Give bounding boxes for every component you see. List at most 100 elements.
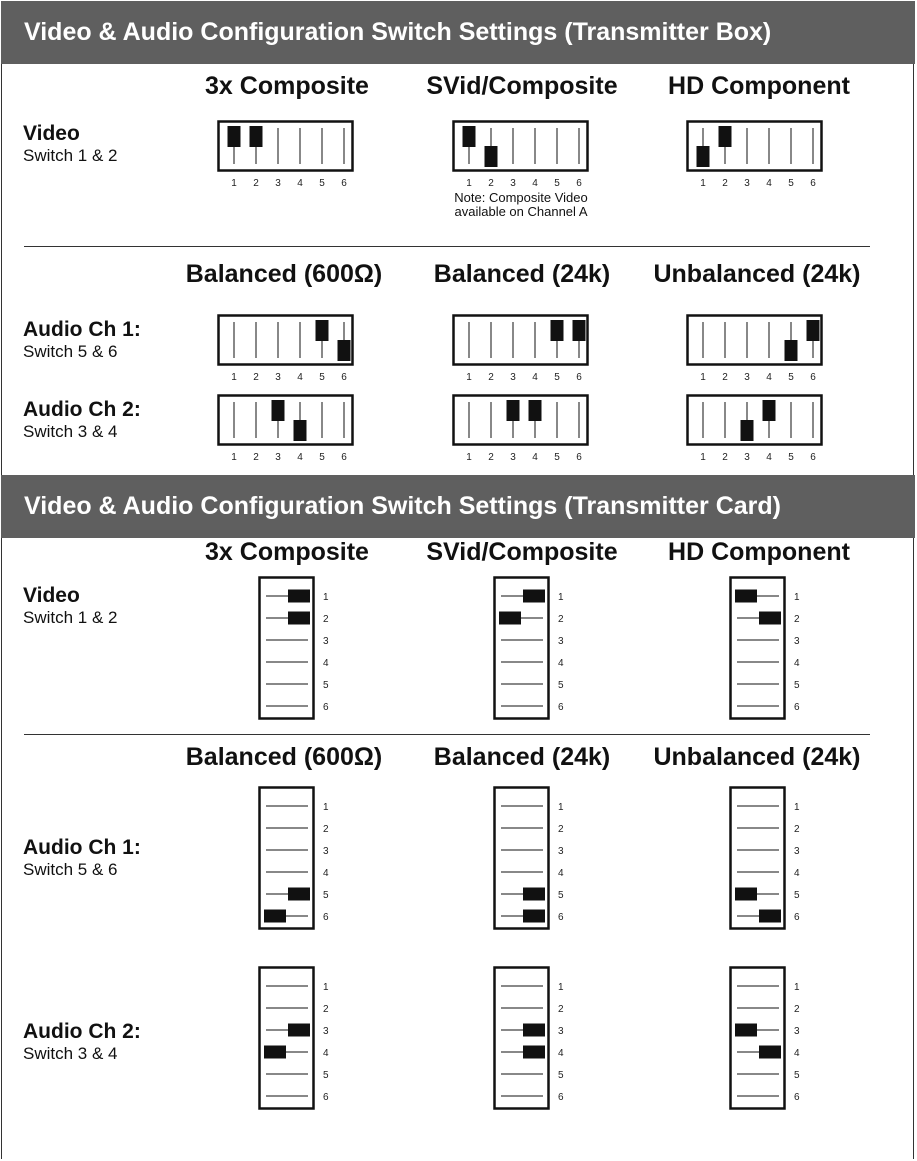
switch-number: 1 bbox=[794, 802, 800, 813]
switch-number: 6 bbox=[794, 912, 800, 923]
switch-number: 1 bbox=[323, 592, 329, 603]
switch-number: 1 bbox=[558, 982, 564, 993]
switch-number: 6 bbox=[558, 702, 564, 713]
switch-number: 3 bbox=[323, 846, 329, 857]
box-divider bbox=[24, 246, 870, 247]
switch-toggle-left bbox=[264, 909, 286, 923]
box-section-title: Video & Audio Configuration Switch Setti… bbox=[1, 1, 915, 64]
switch-toggle-right bbox=[288, 1023, 310, 1037]
switch-number: 5 bbox=[788, 372, 794, 383]
switch-number: 6 bbox=[323, 912, 329, 923]
switch-number: 4 bbox=[297, 452, 303, 463]
switch-number: 5 bbox=[794, 890, 800, 901]
card-section-title: Video & Audio Configuration Switch Setti… bbox=[1, 475, 915, 538]
switch-number: 6 bbox=[323, 1092, 329, 1103]
switch-toggle-down bbox=[784, 340, 798, 361]
box-audio2-label-title: Audio Ch 2: bbox=[23, 398, 141, 421]
switch-toggle-right bbox=[288, 887, 310, 901]
card-header-3x-composite: 3x Composite bbox=[205, 538, 369, 566]
switch-toggle-right bbox=[288, 611, 310, 625]
switch-number: 3 bbox=[744, 178, 750, 189]
switch-housing bbox=[452, 120, 589, 172]
switch-toggle-up bbox=[762, 400, 776, 421]
switch-number: 2 bbox=[558, 824, 564, 835]
switch-toggle-left bbox=[264, 1045, 286, 1059]
box-note-line1: Note: Composite Video bbox=[454, 190, 588, 205]
switch-housing bbox=[686, 394, 823, 446]
switch-number: 3 bbox=[275, 372, 281, 383]
box-header-hd-component: HD Component bbox=[668, 72, 850, 100]
card-audio2-label-sub: Switch 3 & 4 bbox=[23, 1044, 118, 1063]
box-video-row-label: Video Switch 1 & 2 bbox=[23, 122, 118, 166]
switch-number: 5 bbox=[558, 680, 564, 691]
switch-number: 3 bbox=[275, 452, 281, 463]
switch-number: 2 bbox=[722, 372, 728, 383]
switch-toggle-up bbox=[227, 126, 241, 147]
switch-number: 2 bbox=[488, 372, 494, 383]
switch-number: 1 bbox=[231, 452, 237, 463]
switch-number: 2 bbox=[488, 178, 494, 189]
switch-housing bbox=[217, 314, 354, 366]
switch-number: 2 bbox=[722, 178, 728, 189]
box-header-balanced-24k: Balanced (24k) bbox=[433, 260, 611, 288]
switch-housing bbox=[258, 966, 315, 1110]
switch-number: 4 bbox=[297, 178, 303, 189]
switch-number: 6 bbox=[341, 178, 347, 189]
switch-number: 6 bbox=[810, 178, 816, 189]
switch-toggle-down bbox=[740, 420, 754, 441]
switch-housing bbox=[493, 966, 550, 1110]
switch-number: 5 bbox=[794, 1070, 800, 1081]
box-note-line2: available on Channel A bbox=[454, 204, 588, 219]
switch-number: 3 bbox=[794, 636, 800, 647]
card-divider bbox=[24, 734, 870, 735]
switch-number: 6 bbox=[576, 372, 582, 383]
box-audio2-row-label: Audio Ch 2: Switch 3 & 4 bbox=[23, 398, 141, 442]
card-video-row-label: Video Switch 1 & 2 bbox=[23, 584, 118, 628]
switch-number: 5 bbox=[323, 1070, 329, 1081]
switch-number: 5 bbox=[554, 178, 560, 189]
switch-number: 5 bbox=[323, 890, 329, 901]
switch-toggle-up bbox=[271, 400, 285, 421]
switch-number: 4 bbox=[794, 1048, 800, 1059]
switch-housing bbox=[452, 394, 589, 446]
switch-number: 6 bbox=[341, 372, 347, 383]
switch-number: 1 bbox=[700, 372, 706, 383]
switch-number: 5 bbox=[554, 372, 560, 383]
card-header-unbalanced-24k: Unbalanced (24k) bbox=[653, 743, 861, 771]
switch-number: 3 bbox=[794, 846, 800, 857]
switch-number: 4 bbox=[323, 658, 329, 669]
switch-number: 6 bbox=[810, 452, 816, 463]
card-header-hd-component: HD Component bbox=[668, 538, 850, 566]
switch-number: 3 bbox=[558, 1026, 564, 1037]
switch-toggle-right bbox=[523, 1045, 545, 1059]
switch-toggle-right bbox=[759, 909, 781, 923]
switch-number: 1 bbox=[558, 802, 564, 813]
switch-housing bbox=[258, 786, 315, 930]
card-audio1-label-title: Audio Ch 1: bbox=[23, 836, 141, 859]
card-audio1-row-label: Audio Ch 1: Switch 5 & 6 bbox=[23, 836, 141, 880]
switch-number: 3 bbox=[510, 178, 516, 189]
switch-housing bbox=[729, 786, 786, 930]
switch-number: 4 bbox=[323, 1048, 329, 1059]
switch-toggle-up bbox=[718, 126, 732, 147]
switch-number: 1 bbox=[700, 178, 706, 189]
switch-number: 4 bbox=[532, 452, 538, 463]
switch-housing bbox=[217, 120, 354, 172]
switch-number: 6 bbox=[576, 178, 582, 189]
switch-number: 3 bbox=[323, 1026, 329, 1037]
switch-toggle-right bbox=[523, 887, 545, 901]
switch-toggle-right bbox=[523, 1023, 545, 1037]
card-header-balanced-24k: Balanced (24k) bbox=[433, 743, 611, 771]
switch-number: 4 bbox=[794, 868, 800, 879]
card-video-label-title: Video bbox=[23, 584, 80, 607]
switch-number: 2 bbox=[323, 614, 329, 625]
